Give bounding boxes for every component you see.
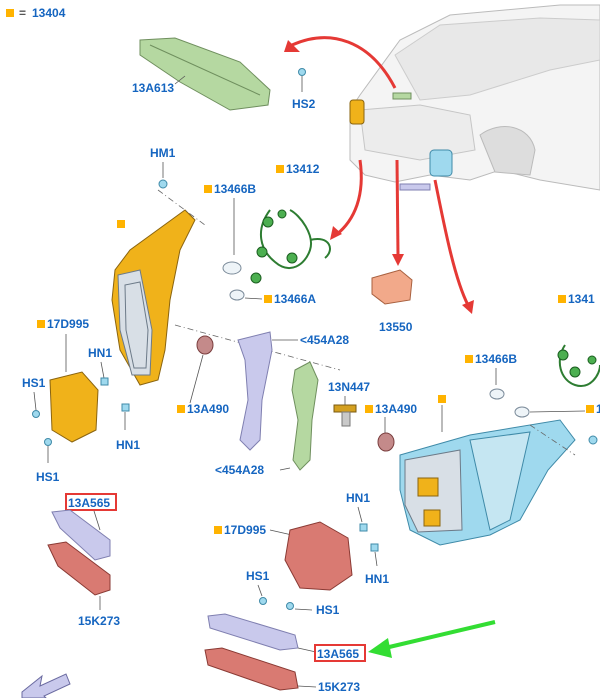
label-HS1-a: HS1 [22,376,46,390]
legend: = 13404 [6,6,66,20]
part-13466B-left: 13466B [204,182,256,275]
label-13A490-right: 13A490 [375,402,417,416]
highlight-box-13A565-left [65,493,117,511]
part-HN1-b: HN1 [116,403,140,452]
label-17D995-left: 17D995 [47,317,89,331]
part-right-tail-lamp [399,395,576,546]
label-13N447: 13N447 [328,380,370,394]
label-13466A: 13466A [274,292,316,306]
part-1341: 1341 [557,292,600,387]
part-13550: 13550 [371,269,413,334]
part-13A565-left: 13A565 [51,493,117,561]
label-17D995-right: 17D995 [224,523,266,537]
part-left-tail-lamp [111,209,196,386]
part-HS1-c: HS1 [246,569,270,605]
part-HS1-b: HS1 [36,438,60,484]
highlight-box-13A565-right [314,644,366,662]
red-arrows [284,36,474,314]
label-13550: 13550 [379,320,413,334]
part-13N447: 13N447 [328,380,370,427]
legend-code: 13404 [32,6,66,20]
label-HS1-d: HS1 [316,603,340,617]
label-1341: 1341 [568,292,595,306]
part-13A613: 13A613 [132,37,271,111]
part-454A28-a: <454A28 [237,331,349,451]
part-HS2: HS2 [292,68,316,111]
vehicle-illustration [349,4,600,191]
label-13466B-right: 13466B [475,352,517,366]
part-15K273-left: 15K273 [47,541,120,628]
label-15K273-left: 15K273 [78,614,120,628]
part-13A490-left: 13A490 [177,335,229,416]
label-HM1: HM1 [150,146,176,160]
label-13A490-left: 13A490 [187,402,229,416]
part-HM1: HM1 [150,146,176,189]
green-pointer-arrow [368,620,496,658]
legend-equals: = [19,6,26,20]
label-13466B-left: 13466B [214,182,256,196]
label-1-right: 1 [596,402,600,416]
part-13A565-right: 13A565 [207,613,366,662]
label-13A565-left: 13A565 [68,496,110,510]
orientation-arrow-icon [21,673,71,698]
label-13412: 13412 [286,162,320,176]
label-13A613: 13A613 [132,81,174,95]
part-15K273-right: 15K273 [204,647,360,694]
part-13466B-right: 13466B 1 [465,352,600,445]
part-13A490-right: 13A490 [365,402,417,452]
label-HS2: HS2 [292,97,316,111]
part-HS1-a: HS1 [22,376,46,418]
part-HN1-d: HN1 [365,543,389,586]
label-15K273-right: 15K273 [318,680,360,694]
part-HS1-d: HS1 [286,602,340,617]
part-454A28-b: <454A28 [215,361,319,477]
label-454A28-b: <454A28 [215,463,264,477]
part-17D995-right: 17D995 [214,521,353,591]
legend-swatch [6,9,14,17]
label-HN1-d: HN1 [365,572,389,586]
part-HN1-a: HN1 [88,346,112,386]
label-13A565-right: 13A565 [317,647,359,661]
label-HN1-a: HN1 [88,346,112,360]
label-HN1-b: HN1 [116,438,140,452]
label-HS1-b: HS1 [36,470,60,484]
part-HN1-c: HN1 [346,491,370,532]
label-HN1-c: HN1 [346,491,370,505]
label-454A28-a: <454A28 [300,333,349,347]
part-13466A: 13466A [229,289,316,306]
part-13412: 13412 [250,162,331,284]
part-17D995-left: 17D995 [37,317,99,443]
label-HS1-c: HS1 [246,569,270,583]
